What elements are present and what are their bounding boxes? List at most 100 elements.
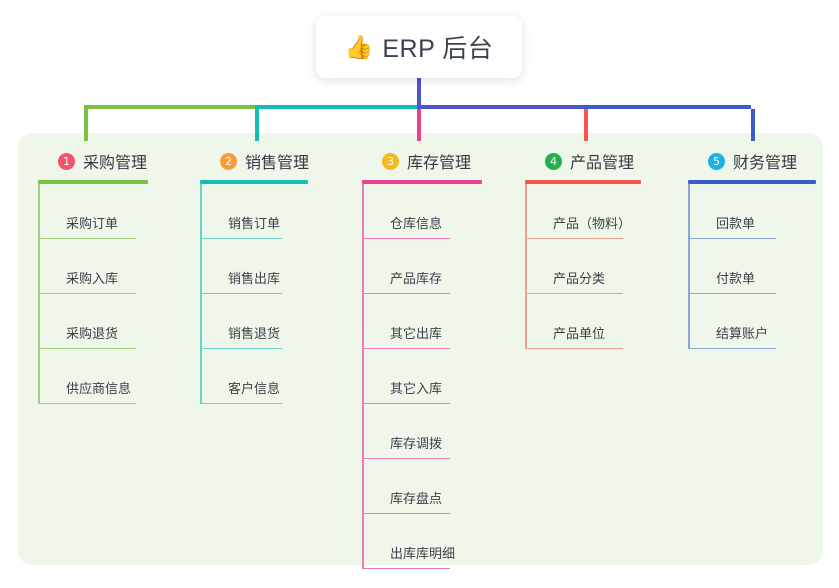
column-items: 仓库信息产品库存其它出库其它入库库存调拨库存盘点出库库明细 [362,184,482,569]
column-header-5[interactable]: 5 财务管理 [688,148,816,174]
list-item-label: 产品单位 [553,326,606,341]
list-item-rule [362,457,450,459]
thumbs-up-icon: 👍 [344,33,374,60]
connector-bus-segment-2 [255,105,417,109]
list-item[interactable]: 回款单 [688,184,816,239]
column-库存管理: 3 库存管理仓库信息产品库存其它出库其它入库库存调拨库存盘点出库库明细 [362,148,482,569]
column-spine [38,184,40,404]
list-item[interactable]: 采购入库 [38,239,148,294]
column-header-rule [38,180,148,184]
column-title: 财务管理 [733,155,798,172]
list-item-rule [688,292,776,294]
list-item[interactable]: 库存调拨 [362,404,482,459]
list-item-label: 产品分类 [553,271,606,286]
list-item-label: 销售订单 [228,216,281,231]
list-item-label: 结算账户 [716,326,769,341]
list-item[interactable]: 结算账户 [688,294,816,349]
column-number-badge: 3 [382,152,399,170]
list-item-rule [362,237,450,239]
list-item[interactable]: 客户信息 [200,349,309,404]
list-item[interactable]: 付款单 [688,239,816,294]
list-item-label: 付款单 [716,271,756,286]
list-item[interactable]: 出库库明细 [362,514,482,569]
connector-drop-2 [255,109,259,141]
column-header-rule [362,180,482,184]
list-item-label: 销售出库 [228,271,281,286]
column-header-rule [688,180,816,184]
list-item-rule [200,237,282,239]
list-item-label: 出库库明细 [390,546,456,561]
list-item[interactable]: 销售退货 [200,294,309,349]
list-item-label: 库存调拨 [390,436,443,451]
root-node-title: ERP 后台 [382,35,494,63]
column-header-3[interactable]: 3 库存管理 [362,148,482,174]
connector-drop-3 [417,109,421,141]
connector-drop-4 [584,109,588,141]
list-item-rule [200,292,282,294]
column-title: 采购管理 [83,155,148,172]
list-item-label: 采购订单 [66,216,119,231]
list-item[interactable]: 其它入库 [362,349,482,404]
column-title: 销售管理 [245,155,310,172]
list-item-rule [362,567,450,569]
list-item-label: 仓库信息 [390,216,443,231]
list-item-label: 回款单 [716,216,756,231]
column-采购管理: 1 采购管理采购订单采购入库采购退货供应商信息 [38,148,148,404]
list-item[interactable]: 产品库存 [362,239,482,294]
list-item-rule [362,347,450,349]
column-spine [525,184,527,349]
list-item-label: 产品库存 [390,271,443,286]
column-number-badge: 2 [220,152,237,170]
list-item[interactable]: 产品分类 [525,239,641,294]
connector-bus-segment-1 [84,105,255,109]
list-item-rule [688,237,776,239]
column-header-1[interactable]: 1 采购管理 [38,148,148,174]
connector-root-stem [417,78,421,108]
column-header-rule [525,180,641,184]
list-item[interactable]: 销售出库 [200,239,309,294]
column-spine [688,184,690,349]
list-item[interactable]: 供应商信息 [38,349,148,404]
column-spine [362,184,364,569]
column-title: 库存管理 [407,155,472,172]
connector-bus-segment-4 [584,105,751,109]
list-item-rule [200,402,282,404]
connector-drop-1 [84,109,88,141]
list-item-label: 其它出库 [390,326,443,341]
list-item-label: 采购入库 [66,271,119,286]
list-item-rule [362,512,450,514]
column-number-badge: 1 [58,152,75,170]
connector-drop-5 [751,109,755,141]
list-item[interactable]: 销售订单 [200,184,309,239]
column-title: 产品管理 [570,155,635,172]
list-item[interactable]: 其它出库 [362,294,482,349]
column-header-2[interactable]: 2 销售管理 [200,148,309,174]
list-item[interactable]: 采购退货 [38,294,148,349]
root-node-erp-backend[interactable]: 👍 ERP 后台 [316,16,522,78]
list-item[interactable]: 库存盘点 [362,459,482,514]
list-item-rule [525,292,623,294]
list-item-rule [38,402,136,404]
list-item-rule [525,237,623,239]
list-item-rule [362,402,450,404]
list-item-label: 销售退货 [228,326,281,341]
list-item[interactable]: 产品（物料） [525,184,641,239]
list-item-label: 库存盘点 [390,491,443,506]
list-item-rule [688,347,776,349]
column-spine [200,184,202,404]
column-items: 采购订单采购入库采购退货供应商信息 [38,184,148,404]
connector-bus-segment-3 [417,105,584,109]
list-item[interactable]: 采购订单 [38,184,148,239]
column-number-badge: 5 [708,152,725,170]
column-header-rule [200,180,308,184]
column-items: 销售订单销售出库销售退货客户信息 [200,184,309,404]
list-item[interactable]: 仓库信息 [362,184,482,239]
list-item[interactable]: 产品单位 [525,294,641,349]
list-item-rule [200,347,282,349]
list-item-rule [362,292,450,294]
column-items: 回款单付款单结算账户 [688,184,816,349]
column-items: 产品（物料） 产品分类产品单位 [525,184,641,349]
list-item-label: 产品（物料） [553,216,632,231]
